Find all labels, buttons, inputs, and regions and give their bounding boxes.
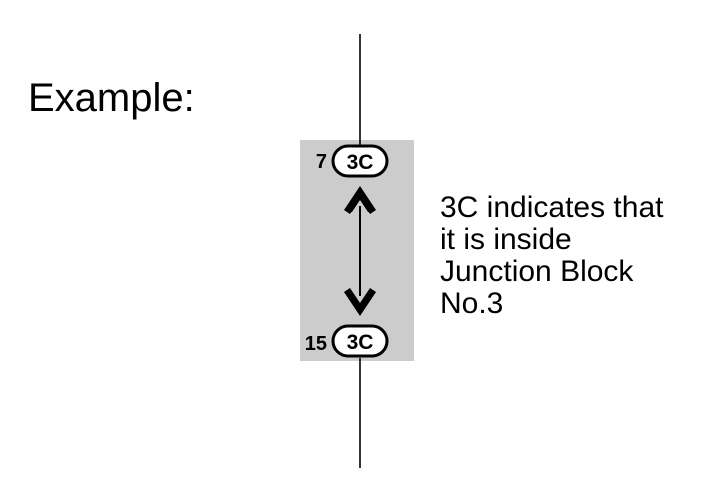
top-connector-pin: 7 (316, 151, 327, 173)
explanation-text: 3C indicates that it is inside Junction … (440, 192, 663, 320)
explanation-line: it is inside (440, 223, 572, 256)
explanation-line: 3C indicates that (440, 191, 664, 224)
explanation-line: No.3 (440, 287, 504, 320)
top-connector-oval (331, 144, 389, 178)
bottom-connector-oval (331, 324, 389, 358)
bottom-connector-pin: 15 (305, 333, 327, 355)
bottom-connector-code: 3C (347, 331, 374, 354)
top-connector-code: 3C (347, 151, 374, 174)
explanation-line: Junction Block (440, 255, 634, 288)
arrow-up-icon-body (344, 186, 376, 214)
arrow-down-icon (344, 288, 376, 316)
example-heading: Example: (28, 76, 195, 120)
